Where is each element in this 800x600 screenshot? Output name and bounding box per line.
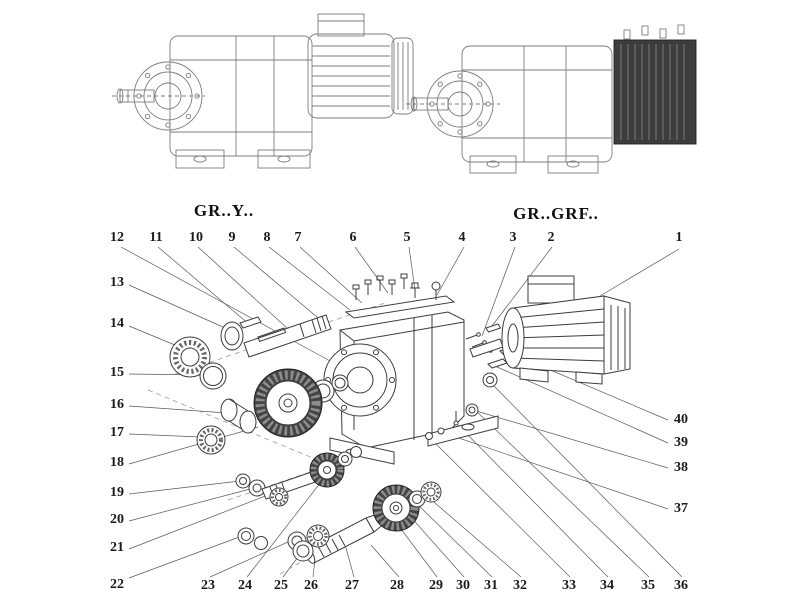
- callout-4: 4: [458, 230, 466, 245]
- callout-38: 38: [674, 460, 688, 475]
- output-shaft-parts: [237, 481, 442, 564]
- motor-shaft-key: [485, 323, 502, 333]
- input-shaft: [243, 314, 332, 358]
- callout-18: 18: [110, 455, 124, 470]
- gearmotor-left-drawing: [112, 13, 414, 169]
- callout-19: 19: [110, 485, 124, 500]
- gear-housing: [323, 295, 499, 465]
- gearmotor-right-drawing: [406, 24, 697, 174]
- fastener-bolts-top: [352, 273, 441, 300]
- callout-39: 39: [674, 435, 688, 450]
- callout-2: 2: [547, 230, 555, 245]
- callout-11: 11: [149, 230, 163, 245]
- callout-17: 17: [110, 425, 124, 440]
- callout-27: 27: [345, 578, 359, 593]
- vent-plug: [411, 282, 419, 289]
- callout-36: 36: [674, 578, 688, 593]
- callout-40: 40: [674, 412, 688, 427]
- callout-1: 1: [675, 230, 683, 245]
- motor-exploded-drawing: [501, 275, 631, 385]
- callout-24: 24: [238, 578, 252, 593]
- shim-plate: [487, 358, 508, 369]
- callout-23: 23: [201, 578, 215, 593]
- callout-26: 26: [304, 578, 318, 593]
- eye-bolt: [431, 281, 441, 291]
- callout-13: 13: [110, 275, 124, 290]
- terminal-box: [527, 275, 575, 304]
- leader-lines: [120, 246, 683, 579]
- fan-cowl: [391, 37, 414, 115]
- callout-33: 33: [562, 578, 576, 593]
- callout-35: 35: [641, 578, 655, 593]
- motor-body: [307, 33, 395, 119]
- input-shaft-parts: [169, 314, 349, 455]
- callout-6: 6: [349, 230, 357, 245]
- fan-cowl: [603, 295, 631, 375]
- intermediate-gear-parts: [235, 446, 362, 507]
- callout-21: 21: [110, 540, 124, 555]
- motor-side-parts: [425, 323, 520, 440]
- callout-12: 12: [110, 230, 124, 245]
- callout-37: 37: [674, 501, 688, 516]
- callout-29: 29: [429, 578, 443, 593]
- terminal-box: [317, 13, 365, 37]
- callout-25: 25: [274, 578, 288, 593]
- callout-31: 31: [484, 578, 498, 593]
- callout-22: 22: [110, 577, 124, 592]
- callout-8: 8: [263, 230, 271, 245]
- callout-7: 7: [294, 230, 302, 245]
- callout-30: 30: [456, 578, 470, 593]
- callout-14: 14: [110, 316, 124, 331]
- callout-3: 3: [509, 230, 517, 245]
- callout-32: 32: [513, 578, 527, 593]
- shaft-key: [239, 316, 262, 329]
- callout-28: 28: [390, 578, 404, 593]
- callout-15: 15: [110, 365, 124, 380]
- drain-plug: [425, 432, 433, 440]
- callout-20: 20: [110, 512, 124, 527]
- exploded-view: [147, 273, 631, 575]
- callout-5: 5: [403, 230, 411, 245]
- callout-34: 34: [600, 578, 614, 593]
- callout-16: 16: [110, 397, 124, 412]
- callout-9: 9: [228, 230, 236, 245]
- model-label-left: GR..Y..: [193, 201, 255, 220]
- callout-10: 10: [189, 230, 203, 245]
- model-label-right: GR..GRF..: [513, 204, 599, 223]
